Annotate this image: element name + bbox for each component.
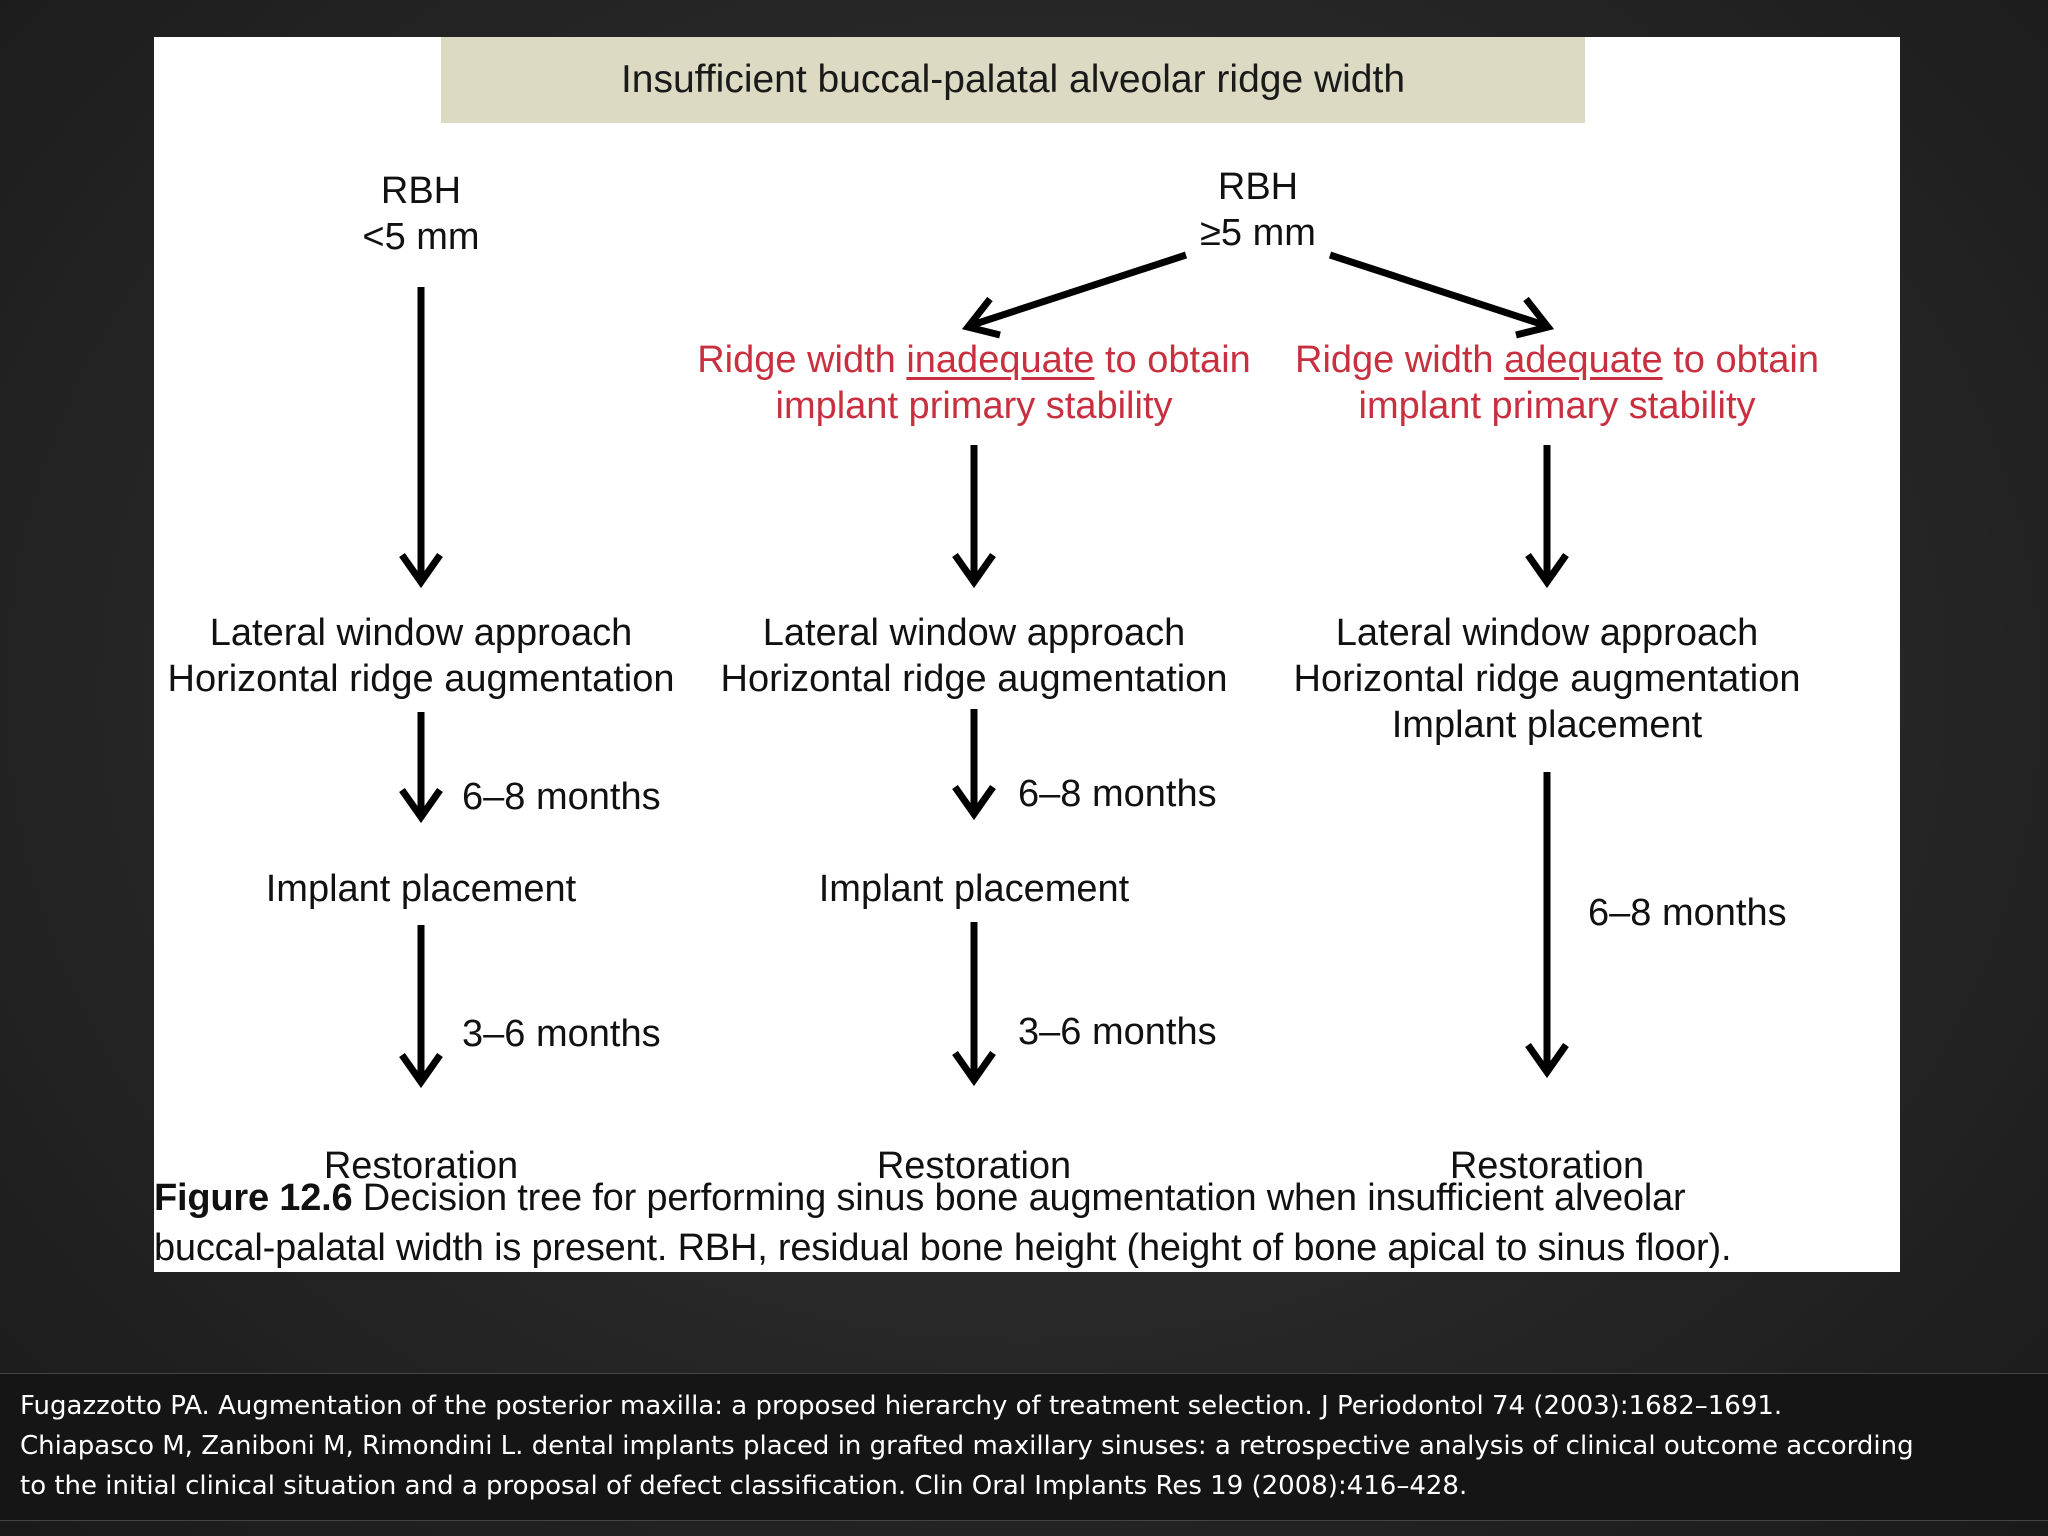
arrow-rbh-high-to-inadequate — [961, 251, 1188, 339]
reference-2-line1: Chiapasco M, Zaniboni M, Rimondini L. de… — [20, 1431, 1914, 1461]
arrow-col3-step1-to-step2 — [1525, 772, 1569, 1079]
col3-step1-line2: Horizontal ridge augmentation — [1293, 658, 1801, 700]
col2-step1-line1: Lateral window approach — [762, 612, 1186, 654]
inadequate-post: to obtain — [1094, 339, 1251, 381]
caption-line2: buccal-palatal width is present. RBH, re… — [154, 1227, 1732, 1269]
arrow-col2-step1-to-step2 — [952, 709, 996, 821]
col1-step1-line1: Lateral window approach — [209, 612, 633, 654]
decision-tree-arrows — [399, 251, 1569, 1089]
diagram-title: Insufficient buccal-palatal alveolar rid… — [620, 58, 1406, 101]
col3-step2: Restoration — [1449, 1145, 1645, 1187]
col2-step1: Lateral window approach Horizontal ridge… — [699, 610, 1249, 702]
adequate-post: to obtain — [1662, 339, 1819, 381]
col3-interval1: 6–8 months — [1588, 892, 1787, 934]
node-rbh-high: RBH ≥5 mm — [1158, 164, 1358, 256]
node-ridge-inadequate-line2: implant primary stability — [775, 385, 1173, 427]
reference-1: Fugazzotto PA. Augmentation of the poste… — [20, 1391, 1783, 1421]
node-rbh-high-line2: ≥5 mm — [1200, 212, 1316, 254]
caption-text1: Decision tree for performing sinus bone … — [352, 1177, 1686, 1219]
col2-step2: Implant placement — [818, 868, 1130, 910]
col2-interval1: 6–8 months — [1018, 773, 1217, 815]
col2-interval2: 3–6 months — [1018, 1011, 1217, 1053]
adequate-pre: Ridge width — [1295, 339, 1505, 381]
arrow-rbh-high-to-adequate — [1328, 251, 1555, 339]
arrow-col1-step1-to-step2 — [399, 712, 443, 824]
figure-panel: Insufficient buccal-palatal alveolar rid… — [154, 37, 1900, 1272]
references-bar: Fugazzotto PA. Augmentation of the poste… — [0, 1373, 2048, 1521]
col1-step3: Restoration — [323, 1145, 519, 1187]
col2-step1-line2: Horizontal ridge augmentation — [720, 658, 1228, 700]
arrow-col2-step2-to-step3 — [952, 922, 996, 1087]
node-rbh-high-line1: RBH — [1217, 166, 1299, 208]
node-rbh-low: RBH <5 mm — [321, 168, 521, 260]
header-banner — [441, 37, 1585, 123]
arrow-rbh-low-to-step1 — [399, 287, 443, 589]
adequate-keyword: adequate — [1504, 339, 1663, 381]
node-ridge-adequate-line2: implant primary stability — [1358, 385, 1756, 427]
col1-step1: Lateral window approach Horizontal ridge… — [146, 610, 696, 702]
arrow-col1-step2-to-step3 — [399, 925, 443, 1089]
col3-step1-line1: Lateral window approach — [1335, 612, 1759, 654]
col1-step2: Implant placement — [265, 868, 577, 910]
inadequate-keyword: inadequate — [906, 339, 1095, 381]
col1-step1-line2: Horizontal ridge augmentation — [167, 658, 675, 700]
arrow-col3-adequate-to-step1 — [1525, 445, 1569, 589]
col3-step1: Lateral window approach Horizontal ridge… — [1272, 610, 1822, 748]
col2-step3: Restoration — [876, 1145, 1072, 1187]
caption-label: Figure 12.6 — [154, 1177, 353, 1219]
col1-interval1: 6–8 months — [462, 776, 661, 818]
col3-step1-line3: Implant placement — [1391, 704, 1703, 746]
inadequate-pre: Ridge width — [697, 339, 907, 381]
node-rbh-low-line2: <5 mm — [362, 216, 480, 258]
col1-interval2: 3–6 months — [462, 1013, 661, 1055]
node-ridge-adequate-line1: Ridge width adequate to obtain — [1252, 337, 1862, 383]
node-ridge-inadequate: Ridge width inadequate to obtain implant… — [609, 337, 1339, 429]
node-ridge-inadequate-line1: Ridge width inadequate to obtain — [609, 337, 1339, 383]
figure-caption: Figure 12.6 Decision tree for performing… — [154, 1173, 1900, 1273]
node-rbh-low-line1: RBH — [380, 170, 462, 212]
caption-line1: Figure 12.6 Decision tree for performing… — [154, 1173, 1900, 1223]
reference-2-line2: to the initial clinical situation and a … — [20, 1471, 1468, 1501]
arrow-col2-inadequate-to-step1 — [952, 445, 996, 589]
node-ridge-adequate: Ridge width adequate to obtain implant p… — [1252, 337, 1862, 429]
